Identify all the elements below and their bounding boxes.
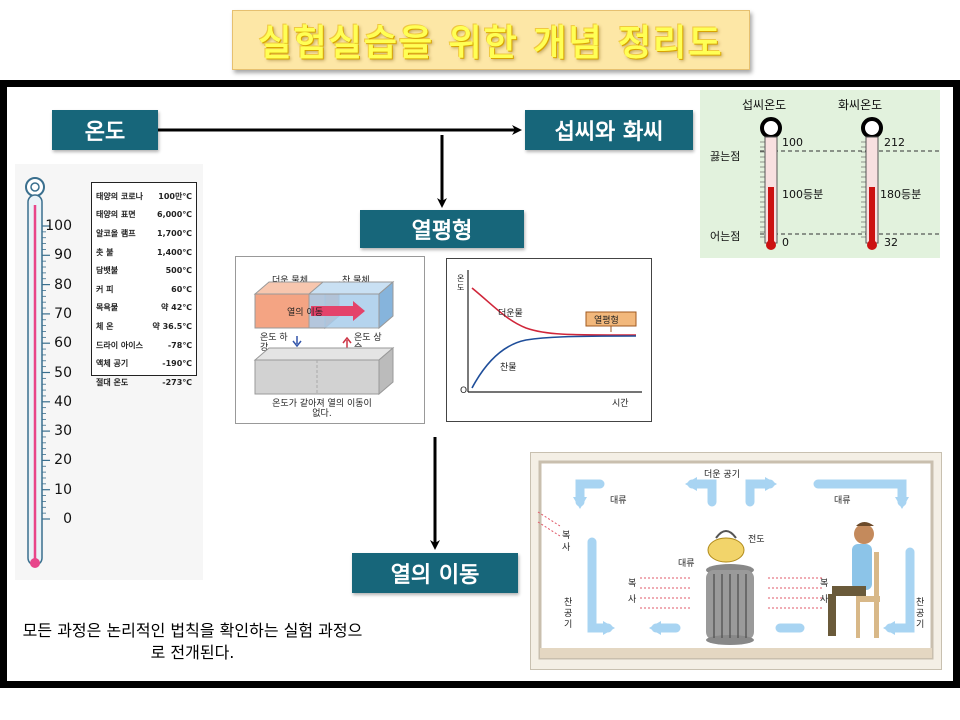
- room-illustration: [537, 460, 934, 660]
- temperature-item-value: 약 42℃: [161, 303, 192, 313]
- temperature-item-name: 촛 불: [96, 247, 114, 257]
- fahrenheit-division: 180등분: [880, 188, 922, 201]
- celsius-division: 100등분: [782, 188, 824, 201]
- temperature-item-name: 액체 공기: [96, 359, 129, 369]
- heat-move-label: 열의 이동: [287, 307, 323, 318]
- convection-right-label: 대류: [834, 496, 851, 506]
- temperature-item-value: -190℃: [162, 359, 192, 369]
- temperature-item-name: 태양의 표면: [96, 210, 136, 220]
- temperature-table-row: 태양의 코로나 100만℃: [96, 187, 192, 206]
- thermometer-tick-label: 90: [54, 247, 72, 264]
- thermometer-illustration: [25, 177, 50, 568]
- conduction-label: 전도: [748, 535, 765, 545]
- temperature-item-name: 커 피: [96, 284, 114, 294]
- thermometer-tick-label: 20: [54, 452, 72, 469]
- temperature-table-row: 촛 불 1,400℃: [96, 243, 192, 262]
- cold-air-right-label: 찬 공 기: [916, 598, 925, 630]
- fahrenheit-bottom-value: 32: [884, 236, 898, 249]
- temperature-item-value: 6,000℃: [157, 210, 192, 220]
- cold-water-label: 찬물: [500, 363, 517, 373]
- temp-down-label: 온도 하강: [260, 333, 288, 353]
- cold-object-label: 찬 물체: [342, 276, 370, 286]
- heat-exchange-blocks: 열의 이동: [253, 280, 395, 396]
- page-title: 실험실습을 위한 개념 정리도: [258, 23, 724, 64]
- temperature-table-row: 액체 공기 -190℃: [96, 354, 192, 373]
- box-heat-transfer-label: 열의 이동: [390, 563, 480, 588]
- temperature-item-value: 1,400℃: [157, 247, 192, 257]
- graph-ylabel: 온도: [457, 274, 465, 292]
- temperature-item-name: 알코올 램프: [96, 228, 136, 238]
- hot-water-curve: [471, 287, 637, 336]
- thermometer-tick-label: 100: [45, 218, 72, 234]
- hot-object-label: 더운 물체: [272, 276, 308, 286]
- temperature-table-row: 담뱃불 500℃: [96, 261, 192, 280]
- radiation-mid-left-label: 복 사: [628, 579, 637, 605]
- temperature-item-name: 태양의 코로나: [96, 191, 143, 201]
- temperature-item-value: 100만℃: [158, 191, 192, 201]
- temperature-item-name: 드라이 아이스: [96, 340, 143, 350]
- thermometer-tick-label: 80: [54, 276, 72, 293]
- thermometer-tick-label: 0: [63, 511, 72, 527]
- title-box: 실험실습을 위한 개념 정리도: [232, 10, 750, 70]
- equilibrium-graph: [467, 270, 642, 393]
- temperature-item-value: 1,700℃: [157, 228, 192, 238]
- temperature-table-row: 절대 온도 -273℃: [96, 373, 192, 392]
- temperature-table-row: 체 온 약 36.5℃: [96, 317, 192, 336]
- temperature-table-row: 목욕물 약 42℃: [96, 299, 192, 318]
- graph-origin: O: [460, 386, 468, 396]
- thermometer-tick-label: 40: [54, 393, 72, 410]
- thermometer-tick-label: 30: [54, 423, 72, 440]
- hot-water-label: 더운물: [498, 309, 523, 319]
- temperature-table: 태양의 코로나 100만℃ 태양의 표면 6,000℃ 알코올 램프 1,700℃ 촛 불 1…: [91, 182, 197, 387]
- box-celsius-fahrenheit-label: 섭씨와 화씨: [554, 120, 664, 145]
- graph-xlabel: 시간: [612, 399, 629, 409]
- equal-temp-label: 온도가 같아져 열의 이동이 없다.: [272, 399, 372, 419]
- temperature-item-name: 목욕물: [96, 303, 119, 313]
- temperature-item-value: -273℃: [162, 377, 192, 387]
- temperature-item-value: 60℃: [171, 284, 192, 294]
- temperature-item-name: 체 온: [96, 321, 114, 331]
- box-heat-transfer: 열의 이동: [352, 553, 518, 593]
- scale-thermometers: [760, 117, 940, 250]
- seated-person: [828, 522, 880, 638]
- temperature-item-name: 절대 온도: [96, 377, 129, 387]
- footer-note: 모든 과정은 논리적인 법칙을 확인하는 실험 과정으로 전개된다.: [22, 621, 363, 662]
- fahrenheit-title: 화씨온도: [838, 98, 883, 112]
- fahrenheit-top-value: 212: [884, 136, 905, 149]
- temperature-item-value: 약 36.5℃: [152, 321, 192, 331]
- freezing-point-label: 어는점: [710, 230, 741, 243]
- celsius-fahrenheit-panel: 섭씨온도 화씨온도 끓는점 어는점 100 100등분 0 212 180등분 …: [700, 90, 940, 258]
- boiling-point-label: 끓는점: [710, 150, 741, 163]
- temperature-item-name: 담뱃불: [96, 266, 119, 276]
- thermometer-tick-label: 60: [54, 335, 72, 352]
- equilibrium-graph-panel: [446, 258, 652, 422]
- thermometer-tick-label: 70: [54, 305, 72, 322]
- celsius-title: 섭씨온도: [742, 98, 787, 112]
- box-equilibrium: 열평형: [360, 210, 524, 248]
- temperature-table-row: 태양의 표면 6,000℃: [96, 206, 192, 225]
- thermometer-tick-label: 50: [54, 364, 72, 381]
- temperature-item-value: 500℃: [165, 266, 192, 276]
- temperature-table-row: 드라이 아이스 -78℃: [96, 336, 192, 355]
- box-temperature-label: 온도: [84, 120, 126, 145]
- box-equilibrium-label: 열평형: [411, 219, 473, 244]
- temperature-item-value: -78℃: [167, 340, 192, 350]
- temperature-table-row: 커 피 60℃: [96, 280, 192, 299]
- celsius-bottom-value: 0: [782, 236, 789, 249]
- temperature-table-row: 알코올 램프 1,700℃: [96, 224, 192, 243]
- graph-equilibrium-label: 열평형: [594, 316, 619, 326]
- thermometer-tick-label: 10: [54, 481, 72, 498]
- radiation-mid-right-label: 복 사: [820, 579, 829, 605]
- celsius-top-value: 100: [782, 136, 803, 149]
- radiation-left-label: 복 사: [562, 531, 571, 553]
- cold-water-curve: [471, 335, 637, 389]
- box-celsius-fahrenheit: 섭씨와 화씨: [525, 110, 693, 150]
- hot-air-label: 더운 공기: [704, 470, 740, 480]
- convection-left-label: 대류: [610, 496, 627, 506]
- convection-mid-label: 대류: [678, 559, 695, 569]
- cold-air-left-label: 찬 공 기: [564, 598, 573, 630]
- box-temperature: 온도: [52, 110, 158, 150]
